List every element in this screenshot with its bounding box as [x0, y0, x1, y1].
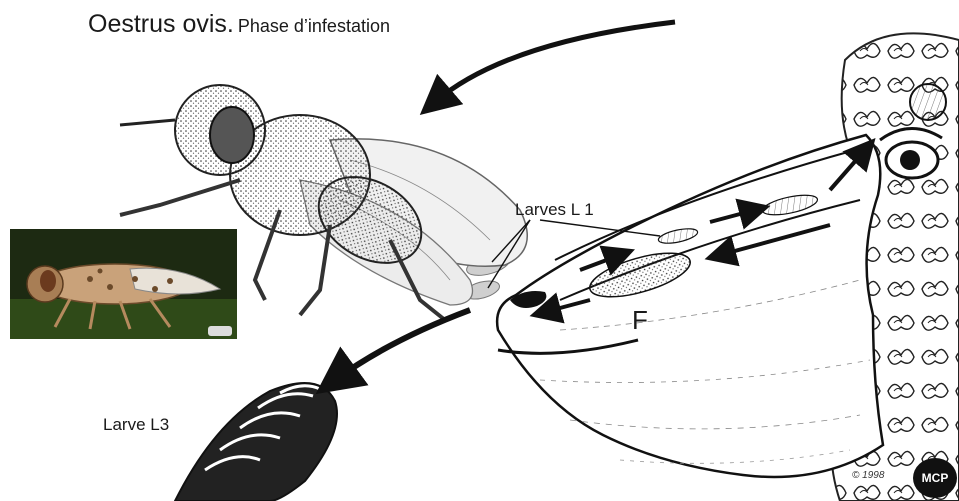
larva-l3-drawing	[175, 383, 337, 501]
copyright-text: © 1998	[852, 470, 884, 481]
label-f-marker: F	[632, 305, 648, 336]
sheep-head	[497, 33, 959, 501]
fly-photo	[10, 229, 237, 339]
mcp-badge: MCP	[913, 458, 957, 498]
title-species: Oestrus ovis.	[88, 10, 234, 38]
label-larves-l1: Larves L 1	[515, 200, 594, 220]
arrow-to-larva	[335, 310, 470, 380]
arrow-to-fly	[435, 22, 675, 102]
title-phase: Phase d’infestation	[238, 16, 390, 36]
diagram-title: Oestrus ovis.Phase d’infestation	[88, 10, 390, 39]
label-larve-l3: Larve L3	[103, 415, 169, 435]
